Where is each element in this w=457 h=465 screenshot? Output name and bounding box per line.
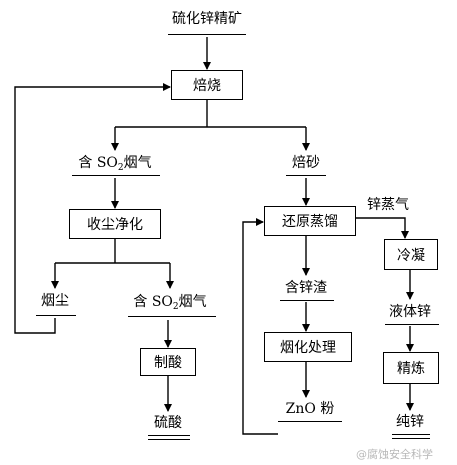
pure-zinc-underline-1 [392,434,430,435]
dust-label: 烟尘 [41,293,69,309]
line-to-zinc-vapor [355,217,409,239]
roast-label: 焙烧 [193,78,221,94]
ore-underline [168,34,246,35]
condense-label: 冷凝 [397,247,425,264]
dust-purify-label: 收尘净化 [87,217,143,233]
sulfuric-acid-label: 硫酸 [154,415,182,431]
line-dust-recycle [14,83,171,334]
zinc-slag-underline [280,300,334,301]
refine-box: 精炼 [383,352,439,384]
fuming-label: 烟化处理 [280,340,336,356]
pure-zinc-label: 纯锌 [396,414,424,430]
so2-gas-2-label: 含 SO2烟气 [133,294,207,312]
zno-powder-underline [278,421,342,422]
dust-purify-box: 收尘净化 [69,209,161,239]
reduce-distill-box: 还原蒸馏 [264,206,356,236]
zno-powder-label: ZnO 粉 [285,401,335,417]
calcine-label: 焙砂 [292,155,320,171]
ore-label: 硫化锌精矿 [172,11,242,27]
pure-zinc-underline-2 [392,438,430,439]
so2-gas-2-underline [128,316,216,317]
liquid-zinc-underline [385,324,439,325]
acid-make-box: 制酸 [140,348,196,376]
line-zno-recycle [242,218,278,435]
so2-gas-1-label: 含 SO2烟气 [78,155,152,173]
dust-underline [36,315,76,316]
condense-box: 冷凝 [384,239,438,270]
zinc-vapor-label: 锌蒸气 [367,197,409,213]
refine-label: 精炼 [397,361,425,377]
reduce-distill-label: 还原蒸馏 [282,214,338,230]
sulfuric-acid-underline-2 [148,439,190,440]
roast-box: 焙烧 [171,70,243,100]
so2-gas-1-underline [72,175,160,176]
calcine-underline [286,175,326,176]
sulfuric-acid-underline-1 [148,435,190,436]
acid-make-label: 制酸 [154,355,182,371]
liquid-zinc-label: 液体锌 [389,304,431,320]
watermark-text: @腐蚀安全科学 [356,448,433,461]
fuming-box: 烟化处理 [264,332,352,362]
zinc-slag-label: 含锌渣 [285,280,327,296]
